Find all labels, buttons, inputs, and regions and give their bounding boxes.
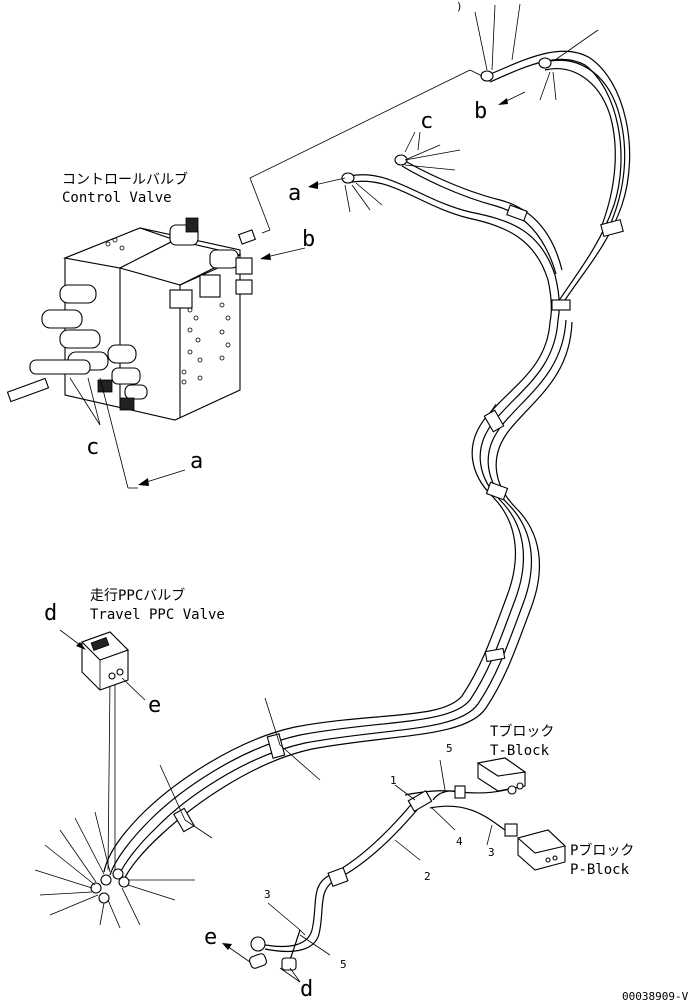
part-number-4: 4 — [456, 835, 463, 848]
callout-c-valve: c — [86, 435, 99, 460]
callout-d-ppc: d — [44, 601, 57, 626]
part-number-2: 2 — [424, 870, 431, 883]
callout-c-top: c — [420, 109, 433, 134]
part-number-3b: 3 — [264, 888, 271, 901]
middle-hose-bundle — [103, 319, 573, 881]
travel-ppc-valve — [59, 629, 146, 701]
callout-e-bottom: e — [204, 925, 217, 950]
part-number-3a: 3 — [488, 846, 495, 859]
callout-d-bottom: d — [300, 977, 313, 1002]
t-block-label-ja: Tブロック — [490, 723, 554, 740]
upper-hose-bundle — [249, 3, 631, 323]
lower-left-fittings — [34, 679, 195, 929]
lower-right-hoses — [222, 757, 567, 983]
control-valve — [6, 217, 256, 489]
part-number-5a: 5 — [446, 742, 453, 755]
travel-ppc-label-ja: 走行PPCバルブ — [90, 587, 185, 604]
callout-b-valve: b — [302, 227, 315, 252]
part-number-5b: 5 — [340, 958, 347, 971]
drawing-number: 00038909-V — [622, 990, 689, 1003]
callout-b-top: b — [474, 99, 487, 124]
callout-a-valve: a — [190, 449, 203, 474]
p-block-label-en: P-Block — [570, 862, 630, 878]
control-valve-label-ja: コントロールバルブ — [62, 171, 188, 188]
callout-a-top: a — [288, 181, 301, 206]
t-block-label-en: T-Block — [490, 743, 550, 759]
callout-e-ppc: e — [148, 693, 161, 718]
travel-ppc-label-en: Travel PPC Valve — [90, 607, 225, 623]
part-number-top: ) — [456, 0, 463, 13]
part-number-1: 1 — [390, 774, 397, 787]
control-valve-label-en: Control Valve — [62, 190, 172, 206]
p-block-label-ja: Pブロック — [570, 842, 634, 859]
